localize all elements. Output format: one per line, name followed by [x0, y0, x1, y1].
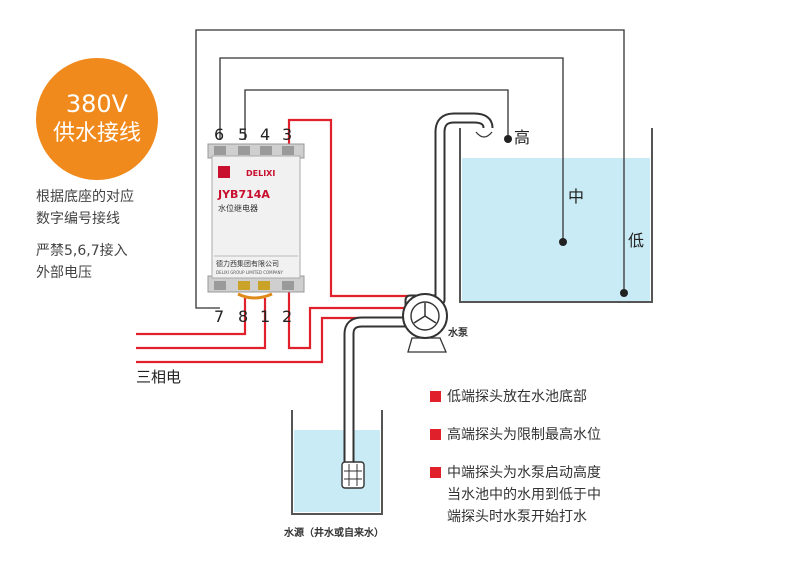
relay-name: 水位继电器	[218, 203, 258, 213]
legend-text-block: 中端探头为水泵启动高度 当水池中的水用到低于中 端探头时水泵开始打水	[447, 462, 601, 528]
warning-note: 严禁5,6,7接入 外部电压	[36, 240, 128, 284]
legend-text: 当水池中的水用到低于中	[447, 487, 601, 503]
source-tank-wall	[291, 410, 383, 515]
badge-voltage: 380V	[65, 90, 129, 118]
relay	[207, 143, 305, 300]
probe-low-label: 低	[628, 231, 644, 250]
upper-tank-water	[462, 158, 650, 302]
relay-led	[218, 166, 230, 178]
intake-filter	[341, 461, 365, 489]
relay-company-en: DELIXI GROUP LIMITED COMPANY	[216, 270, 283, 275]
high-probe-dot	[504, 135, 512, 143]
terminal-7: 7	[214, 307, 224, 326]
mid-probe-dot	[559, 238, 567, 246]
terminal-2: 2	[282, 307, 292, 326]
terminal-8: 8	[238, 307, 248, 326]
probe-wires	[195, 29, 625, 309]
pump	[402, 293, 448, 353]
legend-text: 端探头时水泵开始打水	[447, 509, 587, 525]
legend-item-mid: 中端探头为水泵启动高度 当水池中的水用到低于中 端探头时水泵开始打水	[430, 462, 601, 528]
terminal-1: 1	[260, 307, 270, 326]
legend-marker	[430, 391, 441, 402]
legend-marker	[430, 429, 441, 440]
wire-low-probe	[195, 29, 625, 309]
warning-note-line: 严禁5,6,7接入	[36, 243, 128, 259]
relay-model: JYB714A	[217, 188, 270, 201]
legend-text: 中端探头为水泵启动高度	[447, 465, 601, 481]
terminal-6: 6	[214, 125, 224, 144]
wiring-note: 根据底座的对应 数字编号接线	[36, 186, 134, 230]
wire-phase-a	[136, 298, 247, 336]
upper-tank-wall	[459, 128, 653, 303]
legend-item-low: 低端探头放在水池底部	[430, 386, 587, 408]
terminal-3: 3	[282, 125, 292, 144]
legend-text: 低端探头放在水池底部	[447, 389, 587, 405]
source-tank-water	[294, 430, 380, 512]
probe-mid-label: 中	[568, 187, 584, 206]
low-probe-dot	[620, 289, 628, 297]
badge-title: 供水接线	[52, 121, 141, 146]
warning-note-line: 外部电压	[36, 265, 92, 281]
terminal-5: 5	[238, 125, 248, 144]
legend-marker	[430, 467, 441, 478]
terminal-4: 4	[260, 125, 270, 144]
relay-company-cn: 德力西集团有限公司	[216, 259, 279, 268]
wire-phase-b	[136, 298, 267, 350]
relay-brand: DELIXI	[246, 169, 275, 178]
probe-high-label: 高	[514, 128, 530, 147]
source-label: 水源（井水或自来水）	[283, 526, 384, 539]
legend-item-high: 高端探头为限制最高水位	[430, 424, 601, 446]
outlet-nozzle	[475, 131, 493, 138]
water-pipe-inner	[345, 114, 492, 462]
legend-text: 高端探头为限制最高水位	[447, 427, 601, 443]
wiring-note-line: 根据底座的对应	[36, 189, 134, 205]
wire-terminal-3-to-pump	[287, 118, 408, 298]
three-phase-label: 三相电	[136, 368, 181, 386]
voltage-badge: 380V 供水接线	[36, 58, 158, 180]
wiring-note-line: 数字编号接线	[36, 211, 120, 227]
pump-label: 水泵	[447, 326, 469, 339]
wire-high-probe	[244, 89, 509, 140]
wire-mid-probe	[219, 57, 564, 241]
wire-terminal-2-to-pump	[287, 282, 406, 350]
